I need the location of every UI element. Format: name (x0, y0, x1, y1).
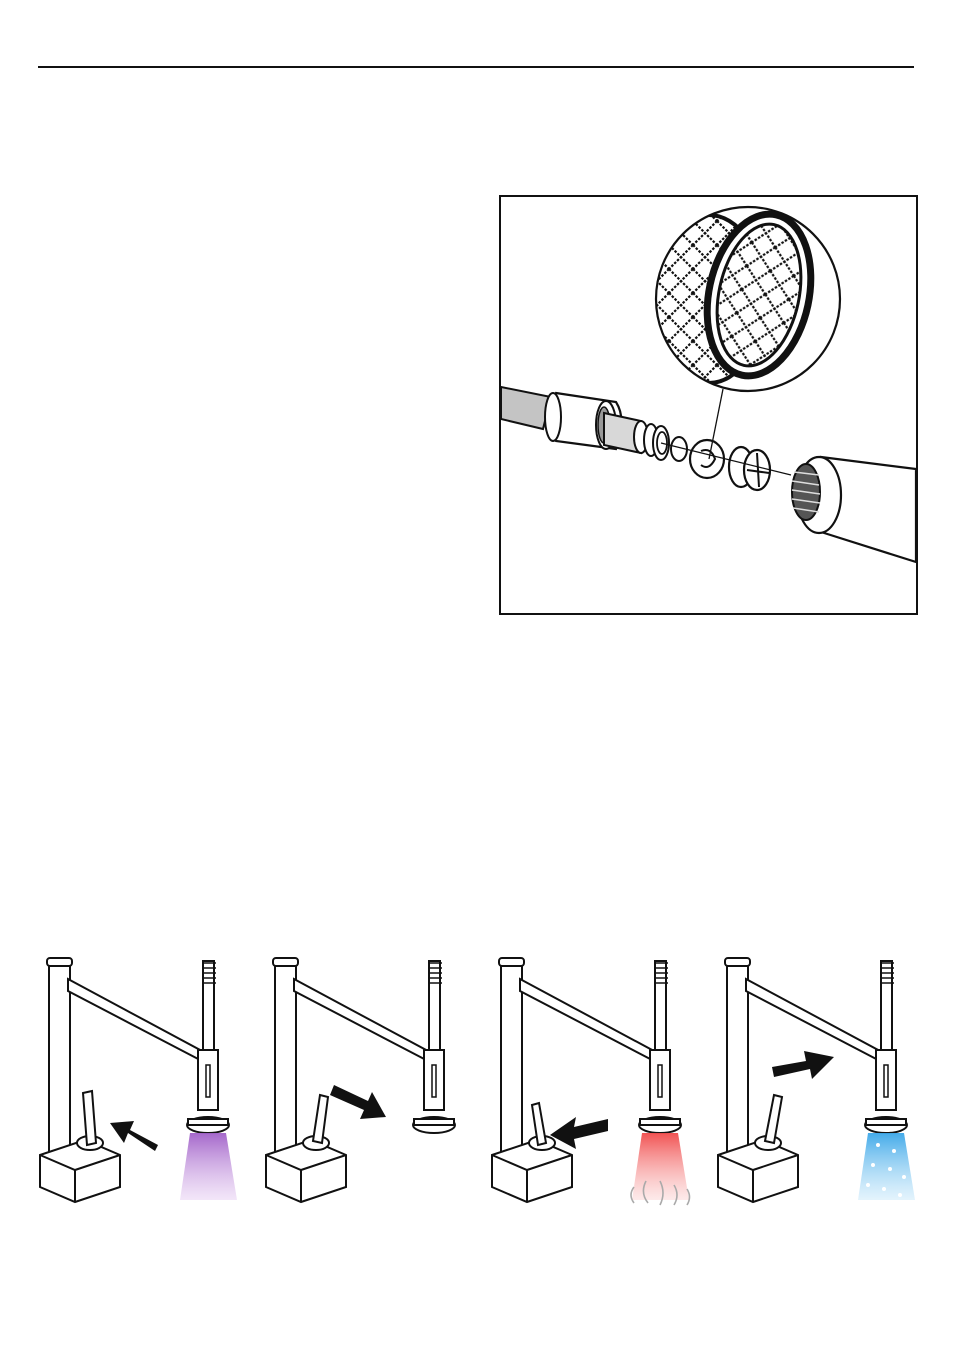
filter-assembly-illustration (501, 197, 916, 613)
led-light-violet (180, 1133, 237, 1200)
faucet-lever (765, 1095, 782, 1143)
arrow-toward-spray-head (330, 1085, 386, 1119)
led-light-blue (858, 1133, 915, 1200)
filter-assembly-figure (499, 195, 918, 615)
faucet-lever (313, 1095, 328, 1143)
led-panel-3 (482, 955, 707, 1215)
led-panel-2 (256, 955, 481, 1215)
top-rule (38, 66, 914, 68)
screen-washer (690, 440, 724, 478)
hose (501, 387, 551, 429)
led-panel-4 (708, 955, 933, 1215)
arrow-toward-spray-head (772, 1051, 834, 1079)
arrow-toward-lever (110, 1121, 158, 1151)
led-panel-1 (30, 955, 255, 1215)
led-light-red (632, 1133, 689, 1200)
arrow-toward-lever (550, 1117, 608, 1149)
